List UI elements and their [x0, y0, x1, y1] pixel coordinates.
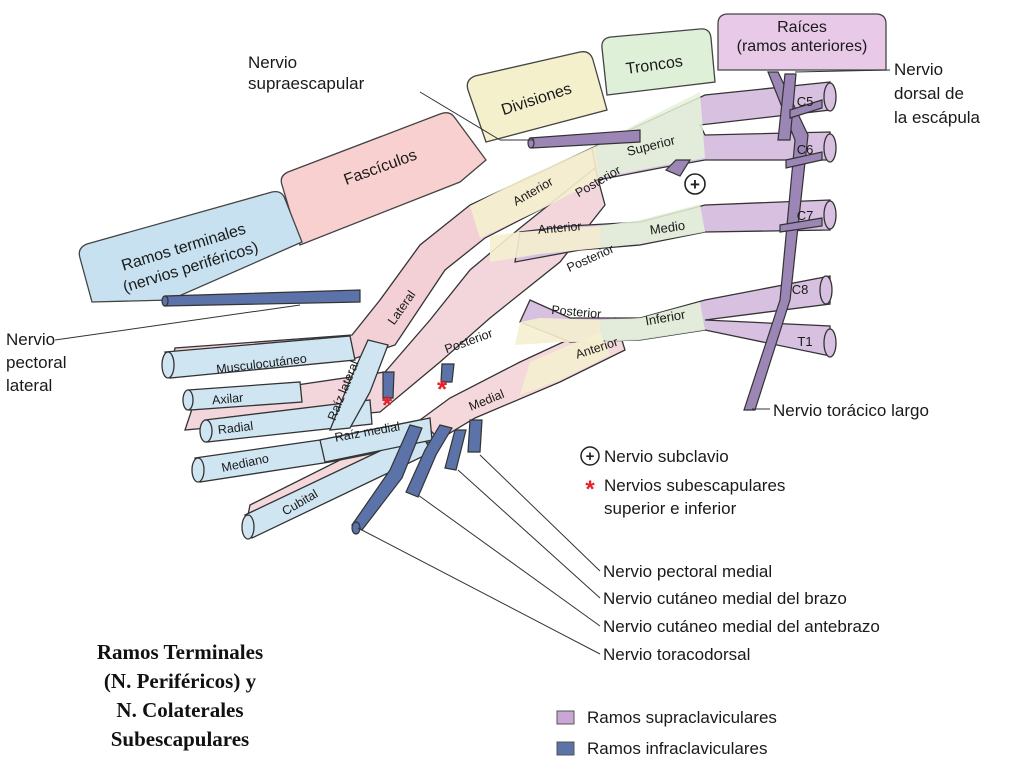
- legend-asterisk-icon: *: [585, 476, 595, 503]
- suprascapular-label-line2: supraescapular: [248, 74, 365, 93]
- dorsal-scapular-label-line1: Nervio: [894, 60, 943, 79]
- header-box-roots: [717, 13, 887, 71]
- roots-header-line2: (ramos anteriores): [737, 38, 868, 55]
- header-box-cords: [280, 112, 487, 246]
- subclavian-label: Nervio subclavio: [604, 447, 729, 466]
- dorsal-scapular-label-line2: dorsal de: [894, 84, 964, 103]
- leader-lines: [54, 69, 891, 655]
- annotation-labels: Nervio supraescapular Nervio dorsal de l…: [6, 53, 981, 664]
- region-headers: [78, 13, 887, 303]
- asterisk-icon-upper-subscapular: *: [382, 390, 393, 420]
- legend-plus-icon: +: [586, 448, 595, 465]
- trunk-label-medio: Medio: [649, 218, 686, 238]
- infraclavicular-branches: [161, 289, 483, 535]
- legend-label-supraclavicular: Ramos supraclaviculares: [587, 708, 777, 727]
- pectoral-medial-label: Nervio pectoral medial: [603, 562, 772, 581]
- header-box-divisions: [466, 51, 608, 143]
- subscapular-label-line1: Nervios subescapulares: [604, 476, 785, 495]
- root-label-c5: C5: [797, 94, 814, 109]
- legend-plus-circle-icon: [580, 446, 600, 466]
- root-labels: C5 C6 C7 C8 T1: [792, 94, 814, 349]
- legend-swatch-supraclavicular: [556, 710, 575, 725]
- root-label-c6: C6: [797, 142, 814, 157]
- long-thoracic-label: Nervio torácico largo: [773, 401, 929, 420]
- root-label-c8: C8: [792, 282, 809, 297]
- header-box-terminal: [78, 191, 303, 303]
- legend-label-infraclavicular: Ramos infraclaviculares: [587, 739, 767, 758]
- caption: Ramos Terminales (N. Periféricos) y N. C…: [40, 638, 320, 754]
- pectoral-lateral-label-line2: pectoral: [6, 353, 66, 372]
- plus-icon: +: [690, 175, 700, 194]
- cutaneous-arm-label: Nervio cutáneo medial del brazo: [603, 589, 847, 608]
- division-label-posterior-inferior: Posterior: [551, 303, 602, 321]
- roots-header-line1: Raíces: [777, 19, 827, 36]
- plexus-body: [161, 81, 837, 540]
- thoracodorsal-label: Nervio toracodorsal: [603, 645, 750, 664]
- caption-line-1: Ramos Terminales: [96, 640, 264, 664]
- root-tubes: [819, 82, 837, 358]
- division-label-anterior-medio: Anterior: [537, 219, 582, 237]
- pectoral-lateral-label-line3: lateral: [6, 376, 52, 395]
- terminal-label-radial: Radial: [217, 419, 254, 437]
- caption-line-3: N. Colaterales: [116, 698, 244, 722]
- legend: Ramos supraclaviculares Ramos infraclavi…: [556, 708, 777, 758]
- root-label-t1: T1: [797, 334, 812, 349]
- symbols: + * *: [382, 173, 706, 420]
- pectoral-lateral-label-line1: Nervio: [6, 330, 55, 349]
- terminal-label-axilar: Axilar: [211, 391, 243, 408]
- legend-swatch-infraclavicular: [556, 741, 575, 756]
- cutaneous-forearm-label: Nervio cutáneo medial del antebrazo: [603, 617, 880, 636]
- trunk-label-inferior: Inferior: [644, 307, 687, 329]
- header-box-trunks: [601, 28, 716, 96]
- subscapular-label-line2: superior e inferior: [604, 499, 737, 518]
- dorsal-scapular-label-line3: la escápula: [894, 108, 981, 127]
- caption-line-2: (N. Periféricos) y: [103, 669, 257, 693]
- root-label-c7: C7: [797, 208, 814, 223]
- asterisk-icon-lower-subscapular: *: [437, 374, 448, 404]
- caption-line-4: Subescapulares: [110, 727, 250, 751]
- suprascapular-label-line1: Nervio: [248, 53, 297, 72]
- plus-circle-icon: [684, 173, 706, 195]
